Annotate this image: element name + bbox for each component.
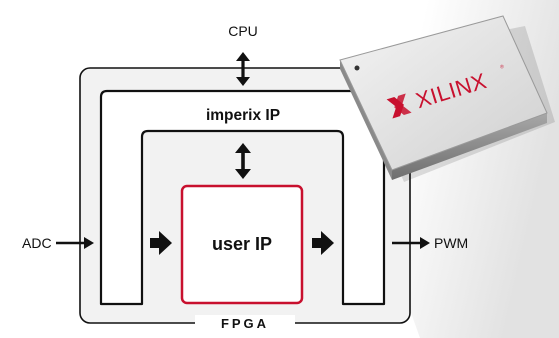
adc-label: ADC [22, 235, 52, 251]
fpga-label: FPGA [221, 316, 269, 331]
pwm-label: PWM [434, 235, 468, 251]
cpu-label: CPU [228, 23, 258, 39]
xilinx-chip-image: XILINX ® [339, 15, 555, 182]
registered-mark: ® [499, 63, 505, 71]
right-block-arrow-icon [312, 231, 334, 255]
fpga-label-background [195, 315, 295, 331]
user-ip-label: user IP [212, 234, 272, 254]
imperix-ip-label: imperix IP [206, 107, 280, 124]
pin-one-dot-icon [354, 65, 360, 71]
adc-arrow-icon [56, 237, 94, 249]
left-block-arrow-icon [150, 231, 172, 255]
imperix-ip-block [99, 89, 386, 306]
cpu-double-arrow-icon [236, 52, 250, 86]
inner-double-arrow-icon [235, 143, 251, 179]
xilinx-logo-icon [386, 93, 412, 119]
pwm-arrow-icon [392, 237, 430, 249]
user-ip-block [180, 184, 304, 305]
